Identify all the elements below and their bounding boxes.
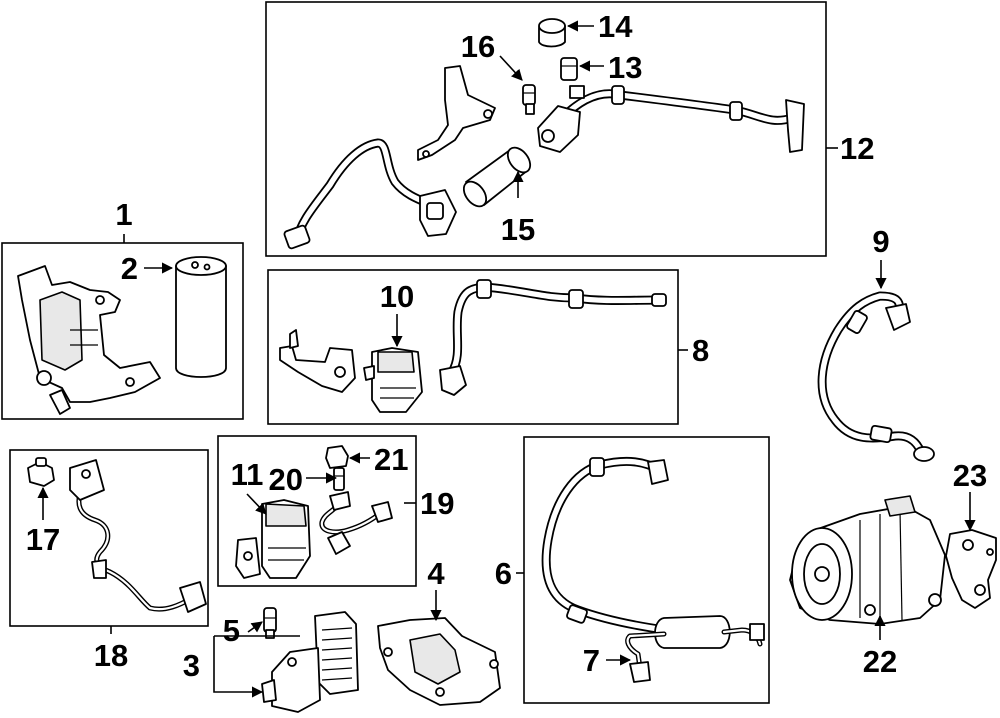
pressure-switch-16 — [522, 84, 536, 115]
discharge-hose-9 — [817, 291, 935, 462]
block-fitting-10 — [363, 347, 423, 413]
callout-16: 16 — [461, 29, 495, 64]
callout-4: 4 — [427, 556, 445, 591]
leader-lines — [37, 20, 976, 698]
group-box-1 — [1, 242, 244, 420]
compressor-bracket-23 — [945, 529, 997, 609]
callout-23: 23 — [953, 458, 987, 493]
pressure-sensor-5 — [263, 607, 277, 639]
group-box-19 — [217, 435, 417, 587]
callout-15: 15 — [501, 212, 535, 247]
callout-11: 11 — [231, 457, 264, 492]
sensor-17 — [27, 457, 55, 487]
group-box-6 — [523, 436, 770, 704]
callout-21: 21 — [374, 442, 408, 477]
callout-14: 14 — [598, 9, 633, 44]
callout-20: 20 — [269, 462, 303, 497]
callout-5: 5 — [223, 613, 240, 648]
callout-1: 1 — [115, 197, 132, 232]
callout-7: 7 — [583, 643, 600, 678]
callout-17: 17 — [26, 522, 60, 557]
service-valve-13 — [560, 57, 578, 81]
compressor-22 — [789, 495, 946, 625]
insulator-15 — [462, 146, 532, 208]
callout-3: 3 — [183, 648, 200, 683]
callout-19: 19 — [420, 486, 454, 521]
callout-12: 12 — [840, 131, 874, 166]
suction-hose-assembly — [283, 85, 805, 250]
callout-22: 22 — [863, 644, 897, 679]
block-fitting-11 — [235, 499, 311, 579]
bracket-4 — [377, 617, 501, 706]
drier-bracket-1 — [17, 265, 161, 415]
callout-2: 2 — [121, 251, 138, 286]
bracket-12 — [417, 65, 496, 161]
callout-10: 10 — [380, 279, 414, 314]
group-box-8 — [267, 269, 679, 425]
cap-14 — [538, 18, 566, 48]
cap-21 — [325, 445, 349, 469]
receiver-drier-2 — [175, 256, 227, 378]
callout-8: 8 — [692, 333, 709, 368]
bracket-8 — [279, 329, 356, 393]
callout-18: 18 — [94, 638, 128, 673]
group-box-12 — [265, 1, 827, 257]
pipe-18 — [69, 459, 207, 613]
group-box-18 — [9, 449, 209, 627]
liquid-hose-8 — [439, 279, 667, 396]
callout-13: 13 — [608, 50, 642, 85]
condenser-3 — [261, 611, 359, 713]
hose-6 — [541, 456, 765, 683]
valve-core-20 — [333, 467, 345, 491]
callout-9: 9 — [872, 224, 889, 259]
fitting-pipe-19 — [319, 491, 393, 555]
callout-6: 6 — [495, 556, 512, 591]
